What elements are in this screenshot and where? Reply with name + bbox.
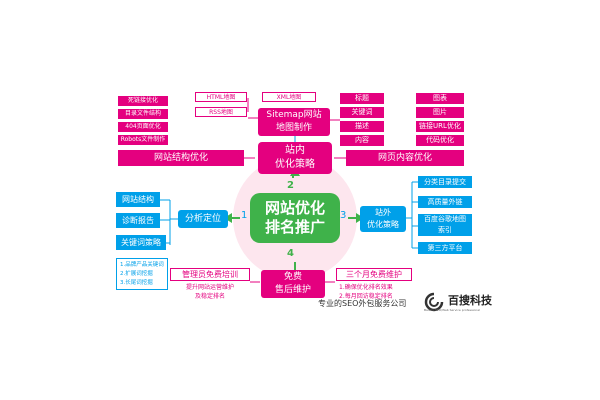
xml-map-tag: XML地图 bbox=[262, 92, 316, 102]
aftersales-line2: 售后维护 bbox=[274, 285, 311, 295]
left-item: 网站结构 bbox=[116, 192, 160, 207]
center-line1: 网站优化 bbox=[264, 199, 325, 217]
logo-mark-icon bbox=[424, 292, 444, 312]
left-item: 诊断报告 bbox=[116, 213, 160, 228]
sitemap-line1: Sitemap网站 bbox=[266, 110, 322, 120]
analysis-hub: 分析定位 bbox=[178, 210, 228, 228]
structure-optimization-bar: 网站结构优化 bbox=[118, 150, 244, 166]
admin-training-sub2: 及稳定排名 bbox=[194, 293, 225, 300]
html-map-tag: HTML地图 bbox=[195, 92, 247, 102]
rss-map-tag: RSS地图 bbox=[195, 107, 247, 117]
keyword-note: 2.扩展词挖掘 bbox=[120, 271, 153, 277]
content-item: 代码优化 bbox=[416, 135, 464, 146]
content-item: 关键词 bbox=[340, 107, 384, 118]
admin-training-title: 管理员免费培训 bbox=[170, 268, 250, 281]
brand-logo: 百搜科技 Baisou SEO/Web Service professional bbox=[424, 292, 520, 314]
admin-training-sub1: 提升网站运营维护 bbox=[185, 284, 234, 291]
onsite-hub-line2: 优化策略 bbox=[275, 159, 315, 170]
center-line2: 排名推广 bbox=[264, 218, 325, 236]
step-number-4: 4 bbox=[287, 248, 294, 259]
three-month-sub1: 1.确保优化排名效果 bbox=[339, 284, 393, 291]
footer-tagline: 专业的SEO外包服务公司 bbox=[318, 299, 407, 308]
content-optimization-bar: 网页内容优化 bbox=[346, 150, 464, 166]
onsite-hub-line1: 站内 bbox=[285, 145, 305, 156]
admin-training-box: 管理员免费培训 提升网站运营维护 及稳定排名 bbox=[170, 268, 250, 308]
step-number-3: 3 bbox=[340, 210, 347, 221]
content-item: 链接URL优化 bbox=[416, 121, 464, 132]
aftersales-line1: 免费 bbox=[283, 272, 302, 282]
step-number-2: 2 bbox=[287, 180, 294, 191]
onsite-hub: 站内 优化策略 bbox=[258, 142, 332, 174]
content-item: 标题 bbox=[340, 93, 384, 104]
content-item: 图片 bbox=[416, 107, 464, 118]
three-month-box: 三个月免费维护 1.确保优化排名效果 2.每月回访稳定排名 bbox=[336, 268, 412, 308]
offsite-hub-line1: 站外 bbox=[375, 208, 391, 217]
logo-text: 百搜科技 bbox=[448, 294, 492, 307]
structure-item: 404页面优化 bbox=[118, 122, 168, 132]
three-month-title: 三个月免费维护 bbox=[336, 268, 412, 281]
right-item: 高质量外链 bbox=[418, 196, 472, 208]
three-month-sub2: 2.每月回访稳定排名 bbox=[339, 293, 393, 300]
content-item: 描述 bbox=[340, 121, 384, 132]
sitemap-line2: 地图制作 bbox=[275, 123, 312, 133]
content-item: 内容 bbox=[340, 135, 384, 146]
sitemap-box: Sitemap网站 地图制作 bbox=[258, 108, 330, 136]
structure-item: 目录文件结构 bbox=[118, 109, 168, 119]
structure-item: Robots文件制作 bbox=[118, 135, 168, 145]
aftersales-hub: 免费 售后维护 bbox=[261, 270, 325, 298]
keyword-note: 3.长尾词挖掘 bbox=[120, 280, 153, 286]
step-number-1: 1 bbox=[241, 210, 248, 221]
left-item: 关键词策略 bbox=[116, 235, 166, 250]
right-item: 第三方平台 bbox=[418, 242, 472, 254]
offsite-hub-line2: 优化策略 bbox=[367, 220, 399, 229]
content-item: 图表 bbox=[416, 93, 464, 104]
right-item: 百度谷歌地图索引 bbox=[418, 214, 472, 236]
structure-item: 死链接优化 bbox=[118, 96, 168, 106]
logo-subtext: Baisou SEO/Web Service professional bbox=[424, 308, 480, 312]
keyword-note: 1.品牌产品关键词 bbox=[120, 262, 164, 268]
right-item: 分类目录提交 bbox=[418, 176, 472, 188]
offsite-hub: 站外 优化策略 bbox=[360, 206, 406, 232]
keyword-notes: 1.品牌产品关键词 2.扩展词挖掘 3.长尾词挖掘 bbox=[116, 258, 168, 290]
center-hub: 网站优化 排名推广 bbox=[250, 193, 340, 243]
